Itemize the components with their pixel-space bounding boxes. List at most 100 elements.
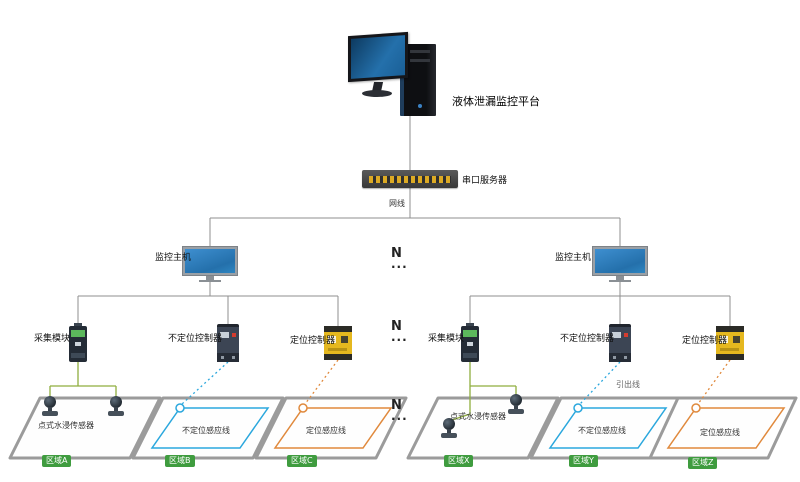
controller-display	[612, 332, 621, 338]
lead-wire-label: 引出线	[616, 380, 640, 389]
controller-panel	[341, 336, 348, 343]
collector-label: 采集模块	[428, 334, 465, 344]
terminal-strip	[324, 354, 352, 360]
repeat-dots: ...	[391, 330, 408, 344]
repeat-n: N	[391, 246, 402, 261]
switch-ports	[369, 176, 451, 183]
sensor-neck	[514, 405, 518, 409]
host-monitor-icon	[182, 246, 238, 284]
alarm-led	[624, 333, 628, 337]
monitor-stand	[206, 276, 214, 280]
pos-sensing-cable-drops	[304, 359, 731, 405]
terminal	[221, 356, 224, 359]
controller-base	[217, 353, 239, 362]
water-sensor-icon	[41, 396, 59, 418]
water-sensor-icon	[507, 394, 525, 416]
pos-controller-label: 定位控制器	[290, 336, 336, 346]
sensor-head	[510, 394, 522, 406]
sensor-foot	[108, 411, 124, 416]
controller-display	[328, 336, 336, 343]
terminal	[232, 356, 235, 359]
power-led	[418, 104, 422, 108]
repeat-n: N	[391, 398, 402, 413]
pos-controller-icon	[324, 326, 352, 360]
zone-badge: 区域B	[165, 455, 195, 467]
sensor-label: 点式水浸传感器	[450, 412, 506, 421]
sensor-head	[110, 396, 122, 408]
sensor-foot	[508, 409, 524, 414]
label-strip	[328, 348, 347, 351]
nonpos-controller-icon	[217, 324, 239, 362]
mount-tab	[74, 323, 82, 326]
zone-outlines	[8, 396, 798, 460]
zone-c-outline	[254, 396, 408, 460]
network-cable-label: 网线	[389, 199, 405, 208]
nonpos-controller-label: 不定位控制器	[168, 334, 223, 344]
terminal-block	[463, 330, 477, 337]
sensor-label: 点式水浸传感器	[38, 421, 94, 430]
computer-monitor-icon	[348, 31, 408, 83]
monitor-stand	[616, 276, 624, 280]
zone-badge: 区域C	[287, 455, 317, 467]
terminal-strip	[716, 326, 744, 332]
mount-tab	[466, 323, 474, 326]
terminal	[624, 356, 627, 359]
controller-base	[609, 353, 631, 362]
monitor-foot	[199, 280, 221, 282]
zone-badge: 区域X	[444, 455, 474, 467]
collector-module-icon	[461, 323, 479, 362]
repeat-dots: ...	[391, 409, 408, 423]
controller-panel	[733, 336, 740, 343]
controller-display	[720, 336, 728, 343]
pos-cable-label: 定位感应线	[700, 428, 740, 437]
main-connectors	[77, 114, 731, 326]
pos-sensing-loops	[273, 403, 786, 449]
serial-server-icon	[362, 170, 458, 188]
monitor-frame	[182, 246, 238, 276]
sensor-neck	[114, 407, 118, 411]
status-display	[75, 342, 81, 346]
drive-bay	[410, 50, 430, 53]
terminal-strip	[324, 326, 352, 332]
module-base	[71, 353, 85, 358]
controller-display	[220, 332, 229, 338]
sensor-neck	[447, 429, 451, 433]
sensor-head	[44, 396, 56, 408]
sensor-foot	[42, 411, 58, 416]
repeat-marker: N ...	[391, 246, 408, 271]
nonpos-sensing-cable-drops	[181, 361, 621, 405]
pos-controller-label: 定位控制器	[682, 336, 728, 346]
zone-b-outline	[131, 396, 285, 460]
status-display	[467, 342, 473, 346]
zone-badge: 区域A	[42, 455, 72, 467]
nonpos-sensing-loops	[150, 403, 668, 449]
nonpos-cable-label: 不定位感应线	[578, 426, 626, 435]
sensor-foot	[441, 433, 457, 438]
monitor-foot	[609, 280, 631, 282]
platform-computer-icon	[346, 26, 460, 122]
label-strip	[720, 348, 739, 351]
collector-label: 采集模块	[34, 334, 71, 344]
monitor-base	[362, 90, 392, 97]
module-base	[463, 353, 477, 358]
water-sensor-icon	[107, 396, 125, 418]
platform-label: 液体泄漏监控平台	[452, 95, 540, 108]
repeat-marker: N ...	[391, 398, 408, 423]
terminal-strip	[716, 354, 744, 360]
terminal	[613, 356, 616, 359]
collector-module-icon	[69, 323, 87, 362]
monitor-screen	[185, 249, 235, 273]
sensor-head	[443, 418, 455, 430]
monitor-screen	[351, 35, 405, 79]
repeat-marker: N ...	[391, 319, 408, 344]
repeat-n: N	[391, 319, 402, 334]
zone-badge: 区域Z	[688, 457, 718, 469]
sensor-neck	[48, 407, 52, 411]
monitor-frame	[592, 246, 648, 276]
water-sensor-icon	[440, 418, 458, 440]
nonpos-cable-label: 不定位感应线	[182, 426, 230, 435]
zone-badge: 区域Y	[569, 455, 598, 467]
host-label: 监控主机	[155, 253, 192, 263]
